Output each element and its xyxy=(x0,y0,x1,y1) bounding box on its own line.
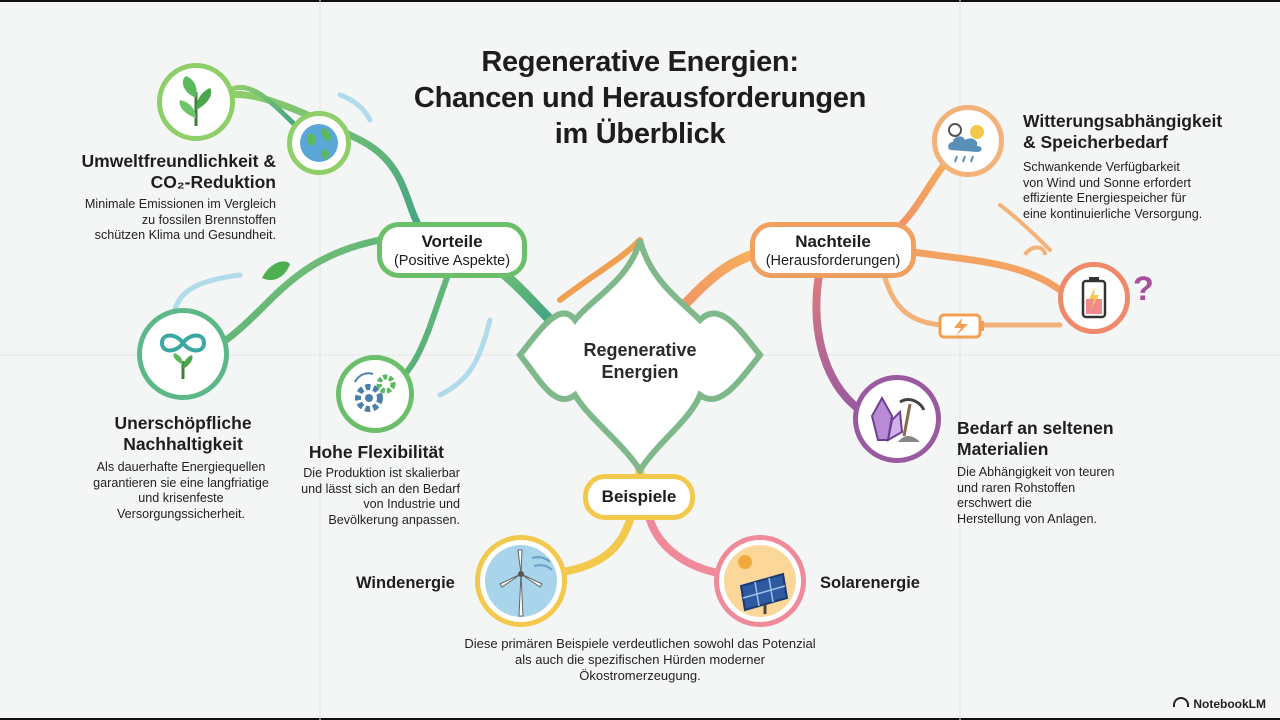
advantages-hub: Vorteile (Positive Aspekte) xyxy=(377,222,527,278)
page-title: Regenerative Energien: Chancen und Herau… xyxy=(413,46,867,150)
weather-icon xyxy=(932,105,1004,177)
disadvantage-text-2: Die Abhängigkeit von teuren und raren Ro… xyxy=(957,465,1115,526)
center-node: Regenerative Energien xyxy=(583,340,697,382)
small-battery-icon xyxy=(938,313,984,339)
crystal-pickaxe-icon xyxy=(853,375,941,463)
small-leaf-icon xyxy=(262,261,290,281)
solar-energy-label: Solarenergie xyxy=(820,574,920,592)
disadvantage-heading-2: Bedarf an seltenen Materialien xyxy=(957,418,1114,459)
wind-energy-label: Windenergie xyxy=(356,574,455,592)
solar-panel-icon xyxy=(714,535,806,627)
battery-icon xyxy=(1058,262,1130,334)
wind-turbine-icon xyxy=(475,535,567,627)
infinity-sprout-icon xyxy=(137,308,229,400)
advantage-heading-1: Umweltfreundlichkeit & CO₂-Reduktion xyxy=(81,151,276,192)
advantage-text-2: Als dauerhafte Energiequellen garantiere… xyxy=(93,460,269,521)
advantage-text-3: Die Produktion ist skalierbar und lässt … xyxy=(301,466,460,527)
question-mark-icon: ? xyxy=(1133,270,1154,308)
leaf-icon xyxy=(157,63,235,141)
disadvantage-text-1: Schwankende Verfügbarkeit von Wind und S… xyxy=(1023,160,1203,221)
examples-hub: Beispiele xyxy=(583,474,695,520)
advantage-heading-2: Unerschöpfliche Nachhaltigkeit xyxy=(114,413,252,454)
disadvantage-heading-1: Witterungsabhängigkeit & Speicherbedarf xyxy=(1023,111,1223,152)
disadvantages-hub: Nachteile (Herausforderungen) xyxy=(750,222,916,278)
advantage-text-1: Minimale Emissionen im Vergleich zu foss… xyxy=(84,197,276,242)
center-bubble-shape xyxy=(516,239,764,476)
advantage-heading-3: Hohe Flexibilität xyxy=(308,442,444,462)
gears-icon xyxy=(336,355,414,433)
brand-logo: NotebookLM xyxy=(1173,697,1266,711)
globe-icon xyxy=(287,111,351,175)
examples-text: Diese primären Beispiele verdeutlichen s… xyxy=(464,636,816,683)
